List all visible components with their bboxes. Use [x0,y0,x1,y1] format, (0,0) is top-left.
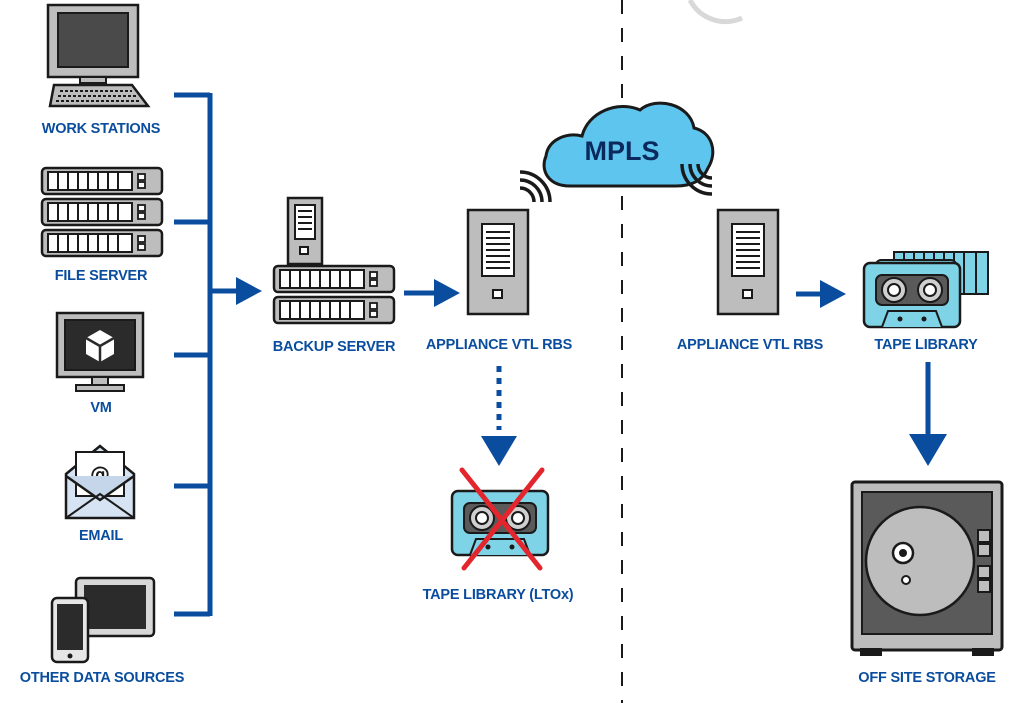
arrow-to-local-tape [481,436,517,466]
wireless-signal-icon [518,170,552,204]
appliance-remote-label: APPLIANCE VTL RBS [677,337,824,353]
workstations-label: WORK STATIONS [42,121,161,137]
tape-library-icon [862,251,989,329]
tower-server-icon [466,208,530,316]
desktop-computer-icon [46,3,151,108]
file-server-label: FILE SERVER [55,268,148,284]
vm-label: VM [90,400,111,416]
arrow-to-tape-library [820,280,846,308]
cloud-icon [542,101,715,188]
tape-library-remote-label: TAPE LIBRARY [874,337,978,353]
cross-out-icon [459,467,545,571]
offsite-storage-label: OFF SITE STORAGE [858,670,996,686]
virtual-machine-icon [55,311,145,392]
logo-fragment [687,0,744,25]
tablet-phone-icon [50,576,156,664]
tower-server-icon [716,208,780,316]
other-sources-label: OTHER DATA SOURCES [20,670,185,686]
rack-server-icon [40,166,164,258]
appliance-local-label: APPLIANCE VTL RBS [426,337,573,353]
tape-library-local-label: TAPE LIBRARY (LTOx) [423,587,574,603]
arrow-to-offsite [909,434,947,466]
safe-vault-icon [850,480,1004,656]
arrow-to-appliance-local [434,279,460,307]
source-collector-bracket [174,92,238,617]
backup-server-icon [272,196,396,325]
mpls-label: MPLS [584,136,659,166]
email-label: EMAIL [79,528,123,544]
backup-server-label: BACKUP SERVER [273,339,396,355]
arrow-to-backup-server [236,277,262,305]
email-envelope-icon: @ [64,444,136,520]
